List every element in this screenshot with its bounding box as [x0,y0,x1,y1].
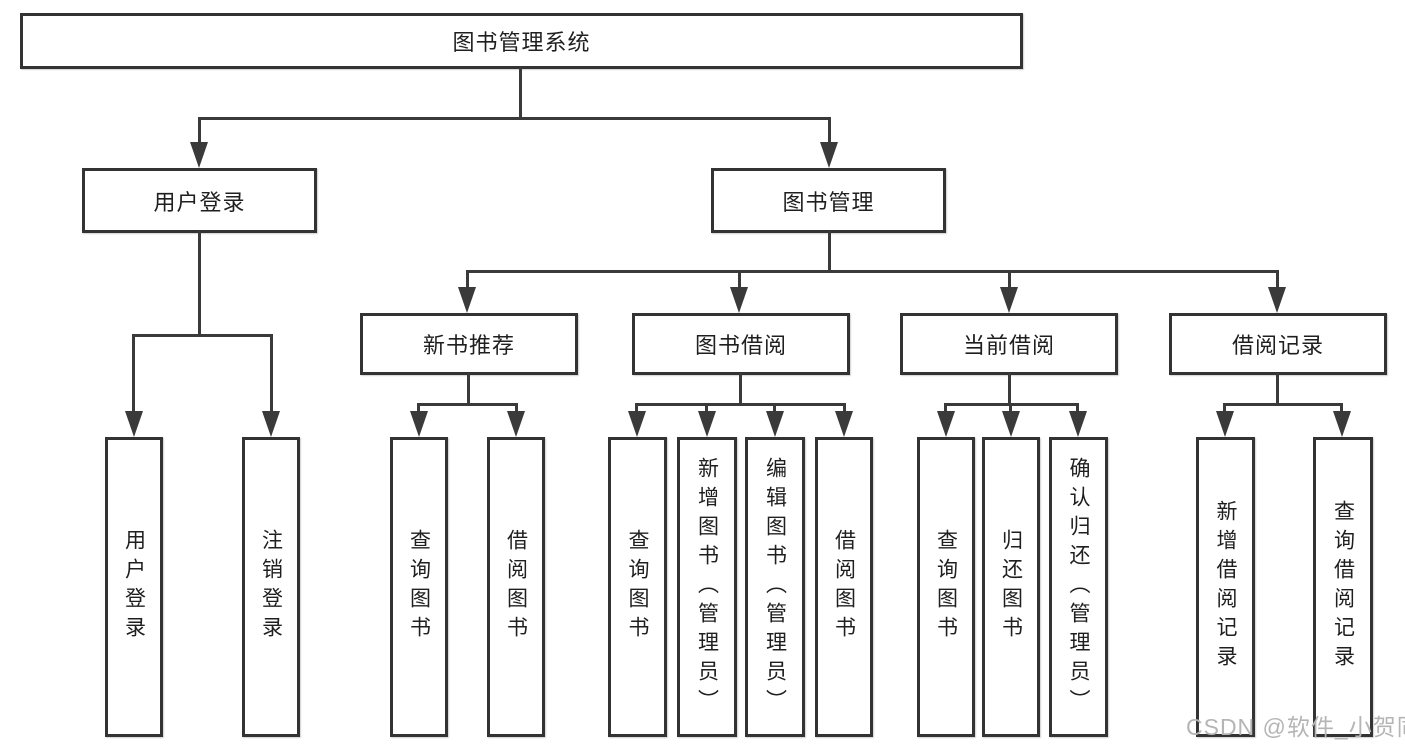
leaf-newbook-borrow-books: 借阅图书 [487,437,545,737]
node-library-system-label: 图书管理系统 [452,30,591,55]
node-borrow-records-label: 借阅记录 [1231,333,1324,358]
node-borrow-records: 借阅记录 [1169,313,1387,375]
connector-bookborrow-stub [739,373,742,405]
leaf-newbook-query-books-label: 查询图书 [407,529,431,645]
connector-currentborrow-stub [1008,373,1011,405]
connector-newbook-stub [467,373,470,405]
arrow-to-user-login-icon [190,142,208,168]
leaf-user-login-label: 用户登录 [122,529,146,645]
leaf-user-login: 用户登录 [105,437,163,737]
connector-newbook-child-1 [417,403,420,417]
connector-records-child-2 [1340,403,1343,417]
arrow-to-book-management-icon [820,142,838,168]
leaf-current-query-books-label: 查询图书 [934,529,958,645]
leaf-borrow-borrow-books: 借阅图书 [815,437,873,737]
leaf-current-query-books: 查询图书 [917,437,975,737]
connector-book-stub [828,231,831,272]
connector-book-split [466,270,1279,273]
leaf-newbook-query-books: 查询图书 [390,437,448,737]
node-current-borrow: 当前借阅 [900,313,1118,375]
connector-currentborrow-child-3 [1076,403,1079,417]
connector-to-leaf-logout [270,334,273,416]
leaf-current-confirm-return-admin-label: 确认归还（管理员） [1067,456,1090,718]
connector-to-current-borrow [1008,270,1011,292]
connector-root-split [198,117,831,120]
connector-user-stub [198,231,201,336]
arrow-to-borrow-records-icon [1268,287,1286,313]
arrow-records-child-1-icon [1216,411,1234,437]
leaf-records-add-record-label: 新增借阅记录 [1214,500,1237,674]
arrow-currentborrow-child-2-icon [1002,411,1020,437]
connector-to-new-book [466,270,469,292]
leaf-current-return-books: 归还图书 [982,437,1040,737]
arrow-bookborrow-child-1-icon [628,411,646,437]
connector-to-leaf-user-login [132,334,135,416]
leaf-logout: 注销登录 [242,437,300,737]
arrow-currentborrow-child-3-icon [1069,411,1087,437]
connector-to-book-borrow [738,270,741,292]
connector-newbook-split [417,403,518,406]
node-new-book-recommend: 新书推荐 [360,313,578,375]
node-book-management: 图书管理 [711,168,946,233]
connector-root-stub [519,67,522,118]
leaf-records-query-record: 查询借阅记录 [1313,437,1373,737]
connector-newbook-child-2 [515,403,518,417]
node-book-borrow-label: 图书借阅 [694,333,787,358]
leaf-current-confirm-return-admin: 确认归还（管理员） [1049,437,1108,737]
leaf-borrow-add-books-admin: 新增图书（管理员） [677,437,737,737]
leaf-borrow-borrow-books-label: 借阅图书 [832,529,856,645]
connector-to-borrow-records [1276,270,1279,292]
arrow-bookborrow-child-3-icon [766,411,784,437]
leaf-current-return-books-label: 归还图书 [999,529,1023,645]
csdn-watermark: CSDN @软件_小贺同学 [1186,714,1405,740]
node-user-login: 用户登录 [82,168,317,233]
node-new-book-recommend-label: 新书推荐 [422,333,515,358]
arrow-currentborrow-child-1-icon [937,411,955,437]
connector-records-split [1223,403,1343,406]
leaf-borrow-edit-books-admin-label: 编辑图书（管理员） [763,456,787,718]
leaf-records-add-record: 新增借阅记录 [1196,437,1255,737]
arrow-to-book-borrow-icon [730,287,748,313]
arrow-bookborrow-child-4-icon [835,411,853,437]
leaf-borrow-query-books: 查询图书 [608,437,667,737]
node-library-system: 图书管理系统 [20,13,1023,69]
leaf-newbook-borrow-books-label: 借阅图书 [504,529,528,645]
arrow-records-child-2-icon [1333,411,1351,437]
node-book-management-label: 图书管理 [782,189,875,215]
leaf-borrow-add-books-admin-label: 新增图书（管理员） [695,456,719,718]
connector-to-book-management [828,117,831,150]
arrow-to-current-borrow-icon [1000,287,1018,313]
arrow-newbook-child-2-icon [507,411,525,437]
arrow-to-leaf-user-login-icon [125,411,143,437]
connector-to-user-login [198,117,201,150]
node-user-login-label: 用户登录 [153,189,246,215]
connector-bookborrow-child-2 [705,403,708,417]
connector-records-stub [1276,373,1279,405]
arrow-to-new-book-icon [458,287,476,313]
node-current-borrow-label: 当前借阅 [962,333,1055,358]
connector-bookborrow-child-1 [635,403,638,417]
arrow-to-leaf-logout-icon [262,411,280,437]
arrow-newbook-child-1-icon [410,411,428,437]
connector-bookborrow-split [635,403,846,406]
connector-currentborrow-child-1 [944,403,947,417]
leaf-records-query-record-label: 查询借阅记录 [1331,500,1355,674]
connector-bookborrow-child-3 [773,403,776,417]
leaf-borrow-query-books-label: 查询图书 [626,529,649,645]
leaf-logout-label: 注销登录 [259,529,283,645]
connector-currentborrow-child-2 [1009,403,1012,417]
connector-records-child-1 [1223,403,1226,417]
arrow-bookborrow-child-2-icon [698,411,716,437]
connector-bookborrow-child-4 [843,403,846,417]
leaf-borrow-edit-books-admin: 编辑图书（管理员） [745,437,805,737]
node-book-borrow: 图书借阅 [632,313,850,375]
connector-user-split [132,334,273,337]
